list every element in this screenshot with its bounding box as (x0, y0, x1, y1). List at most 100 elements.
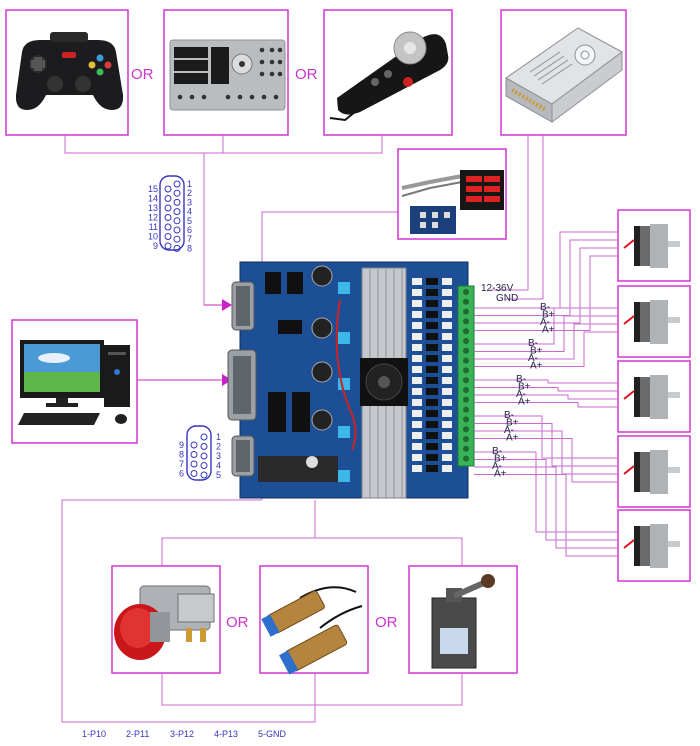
motor-wire (474, 387, 618, 392)
input-top-rail-wire (161, 537, 463, 566)
motor-pin-label: B+ (506, 418, 519, 429)
stepper-motor-icon (623, 524, 680, 568)
board-part (426, 355, 438, 362)
stepper-motor-icon (623, 224, 680, 268)
db15-pin-label: 15 (148, 184, 158, 194)
db15-pin-label: 5 (187, 216, 192, 226)
motor-wire (474, 379, 618, 384)
input-pin-label: 5-GND (258, 729, 287, 739)
db9-pin-dot (190, 441, 198, 449)
motor-pin-label: B+ (530, 346, 543, 357)
db9-pin-label: 3 (216, 451, 221, 461)
board-part (442, 333, 452, 340)
power-supply-icon (505, 27, 623, 123)
db15-pin-label: 1 (187, 179, 192, 189)
or-label-1: OR (131, 66, 154, 83)
board-part (426, 399, 438, 406)
power-voltage-label: 12-36V (481, 283, 514, 294)
motor-pin-label: B- (516, 374, 526, 385)
board-driver-parts (412, 278, 452, 472)
estop-box (111, 565, 221, 674)
db9-pin-dot (190, 451, 198, 458)
motor-flange (650, 524, 668, 568)
sensor-box (259, 565, 369, 675)
psu-gnd-wire (505, 135, 544, 300)
board-part (442, 432, 452, 439)
db15-pin-dot (164, 204, 172, 212)
db15-pin-label: 10 (148, 232, 158, 242)
board-part (412, 333, 422, 340)
db9-pin-label: 9 (179, 440, 184, 450)
db15-pin-dot (173, 244, 181, 252)
board-part (426, 388, 438, 395)
motor-shaft (668, 392, 680, 398)
board-part (412, 366, 422, 373)
motor-wire (474, 430, 618, 475)
db15-pin-dot (173, 189, 181, 197)
db9-pin-dot (200, 433, 208, 441)
motor-wire (474, 402, 618, 408)
board-part (426, 300, 438, 307)
motor-pin-label: B- (504, 410, 514, 421)
motor-wire (474, 239, 618, 316)
stepper-motor-box (617, 285, 691, 358)
terminal-screw (463, 436, 469, 442)
board-part (426, 366, 438, 373)
db15-pin-label: 9 (153, 241, 158, 251)
motor-wire (474, 466, 618, 549)
motor-pin-label: A+ (530, 361, 543, 372)
gamepad-icon (15, 32, 124, 110)
motor-lead (623, 315, 635, 325)
motor-flange (650, 224, 668, 268)
power-supply-box (500, 9, 627, 136)
db15-pin-label: 13 (148, 203, 158, 213)
board-part (442, 278, 452, 285)
db15-pin-dot (164, 223, 172, 231)
motor-pin-labels: B-B+A-A+B-B+A-A+B-B+A-A+B-B+A-A+B-B+A-A+ (492, 302, 555, 480)
db15-pin-label: 6 (187, 225, 192, 235)
board-part (426, 289, 438, 296)
board-part (442, 311, 452, 318)
db15-pin-dot (164, 195, 172, 202)
db9-pin-label: 7 (179, 459, 184, 469)
board-part (426, 443, 438, 450)
motor-wire (474, 331, 618, 367)
terminal-screw (463, 426, 469, 433)
terminal-screw (463, 289, 469, 295)
motor-pin-label: A- (528, 353, 538, 364)
motor-pin-label: A+ (506, 433, 519, 444)
motor-band (640, 452, 650, 492)
board-part (412, 355, 422, 362)
motor-wire (474, 247, 618, 324)
board-part (426, 432, 438, 439)
motor-pin-label: A+ (494, 469, 507, 480)
motor-pin-label: B+ (494, 454, 507, 465)
board-part (412, 410, 422, 417)
motor-wire (474, 438, 618, 483)
board-part (426, 344, 438, 351)
motor-wire (474, 307, 618, 345)
board-part (426, 454, 438, 461)
db15-pin-label: 8 (187, 243, 192, 253)
board-part (412, 443, 422, 450)
terminal-screw (463, 445, 469, 452)
motor-flange (650, 300, 668, 344)
db15-pin-dot (164, 214, 172, 221)
emergency-stop-icon (114, 585, 215, 660)
terminal-screw (463, 357, 469, 364)
db9-pin-dot (200, 471, 208, 479)
computer-box (11, 319, 138, 444)
terminal-screw (463, 318, 469, 325)
db15-pin-label: 4 (187, 207, 192, 217)
control-panel-box (163, 9, 289, 136)
board-part (442, 443, 452, 450)
motor-shaft (668, 241, 680, 247)
psu-vplus-wire (490, 135, 529, 291)
motor-pin-label: A- (540, 317, 550, 328)
board-part (412, 377, 422, 384)
motor-wire (474, 423, 618, 467)
